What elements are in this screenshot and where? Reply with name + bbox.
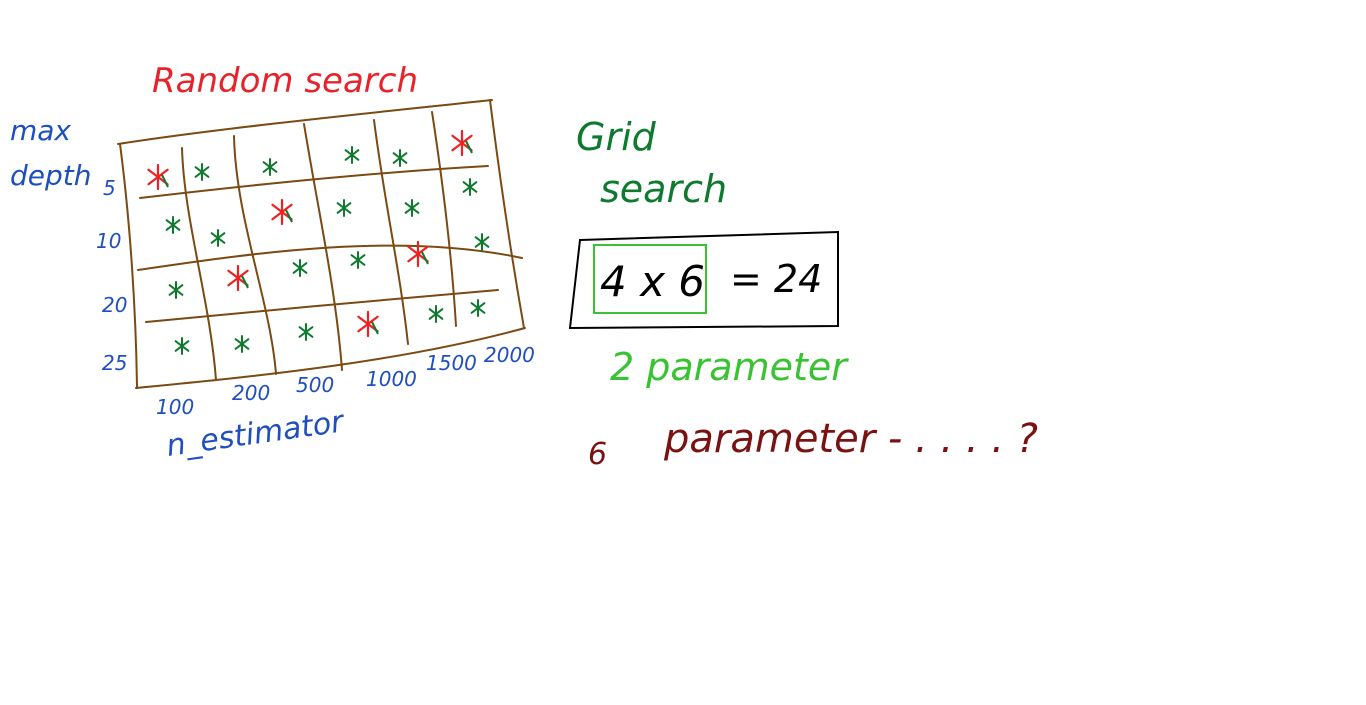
x-tick-100: 100 [156,395,194,419]
note-number: 6 [588,437,607,472]
y-tick-10: 10 [96,229,121,253]
grid-search-title-grid: Grid [576,115,657,159]
y-axis-label-max: max [10,114,71,147]
grid-line-h1 [139,165,489,199]
formula-lhs: 4 x 6 [600,257,705,306]
grid-line-v2 [233,135,277,375]
grid-line-h0 [117,99,493,145]
grid-line-v3 [303,123,343,371]
six-parameter-note: 6 parameter - . . . . ? [588,416,1038,472]
grid-line-v6 [489,99,525,329]
formula-highlight-box [593,244,707,314]
note-text: parameter - . . . . ? [663,416,1038,462]
x-tick-200: 200 [232,381,270,405]
grid-line-h2 [137,244,523,271]
grid-point-mark [428,305,444,323]
grid-search-title-search: search [600,167,727,211]
y-tick-20: 20 [102,293,127,317]
formula-box [568,230,839,330]
random-pick-mark [147,163,169,191]
grid-point-mark [470,299,486,317]
grid-point-mark [474,233,490,251]
random-pick-mark [407,240,429,268]
grid-point-mark [174,337,190,355]
grid-line-v0 [119,143,138,389]
cell-marks [147,129,490,355]
grid-search-section: Grid search 4 x 6 = 24 2 parameter [568,115,849,389]
grid-point-mark [392,149,408,167]
x-tick-500: 500 [296,373,334,397]
grid-point-mark [292,259,308,277]
grid-point-mark [194,163,210,181]
grid-point-mark [165,216,181,234]
grid-line-v1 [181,147,217,381]
random-search-title: Random search [152,61,418,101]
grid-point-mark [404,199,420,217]
grid-point-mark [462,178,478,196]
grid-line-v5 [431,111,457,327]
y-tick-5: 5 [103,176,116,200]
random-search-section: Random search max depth 5 10 20 25 100 [10,61,535,464]
grid-line-h3 [145,289,499,323]
x-tick-1000: 1000 [366,367,417,391]
random-pick-mark [357,310,379,338]
grid-point-mark [262,158,278,176]
grid-search-caption: 2 parameter [610,345,849,389]
parameter-grid [117,99,526,389]
x-tick-1500: 1500 [426,351,477,375]
grid-line-v4 [373,119,409,345]
y-tick-25: 25 [102,351,127,375]
random-pick-mark [451,129,473,157]
grid-point-mark [344,146,360,164]
formula-rhs: = 24 [730,257,822,301]
grid-point-mark [336,199,352,217]
y-axis-label-depth: depth [10,159,92,192]
grid-line-h4 [135,327,526,389]
grid-point-mark [298,323,314,341]
random-pick-mark [227,264,249,292]
random-pick-mark [271,198,293,226]
grid-point-mark [210,229,226,247]
grid-point-mark [350,251,366,269]
grid-point-mark [168,281,184,299]
x-tick-2000: 2000 [484,343,535,367]
grid-point-mark [234,335,250,353]
